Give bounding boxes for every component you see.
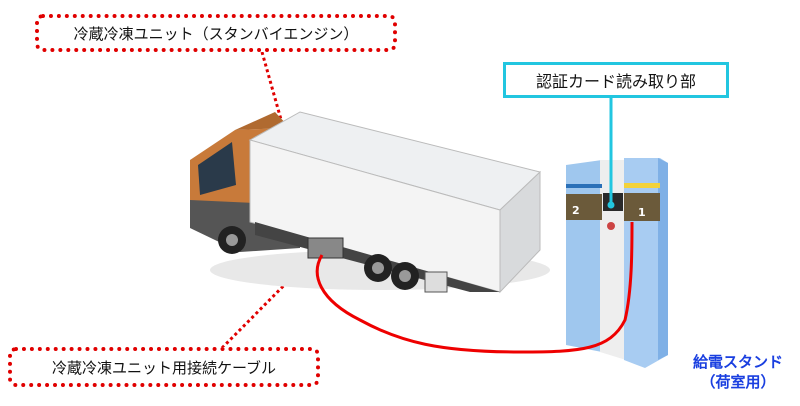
cable-callout: 冷蔵冷凍ユニット用接続ケーブル: [8, 347, 320, 387]
card-reader-slot: [603, 193, 623, 211]
reefer-unit-label: 冷蔵冷凍ユニット（スタンバイエンジン）: [73, 24, 359, 43]
card-reader-callout: 認証カード読み取り部: [503, 62, 729, 98]
stand-title: 給電スタンド: [692, 353, 783, 371]
outlet-1-panel: [624, 193, 660, 221]
cable-label: 冷蔵冷凍ユニット用接続ケーブル: [51, 358, 277, 377]
card-reader-label: 認証カード読み取り部: [535, 72, 696, 91]
charging-stand: 2 1: [566, 158, 668, 368]
stand-label: 給電スタンド （荷室用）: [676, 352, 800, 392]
stand-subtitle: （荷室用）: [700, 373, 776, 391]
connection-cable: [315, 221, 634, 354]
reefer-unit-callout: 冷蔵冷凍ユニット（スタンバイエンジン）: [35, 14, 397, 52]
outlet-2-panel: [566, 194, 602, 220]
outlet-2-number: 2: [572, 204, 580, 217]
truck-illustration: [190, 111, 550, 294]
outlet-1-number: 1: [638, 206, 646, 219]
